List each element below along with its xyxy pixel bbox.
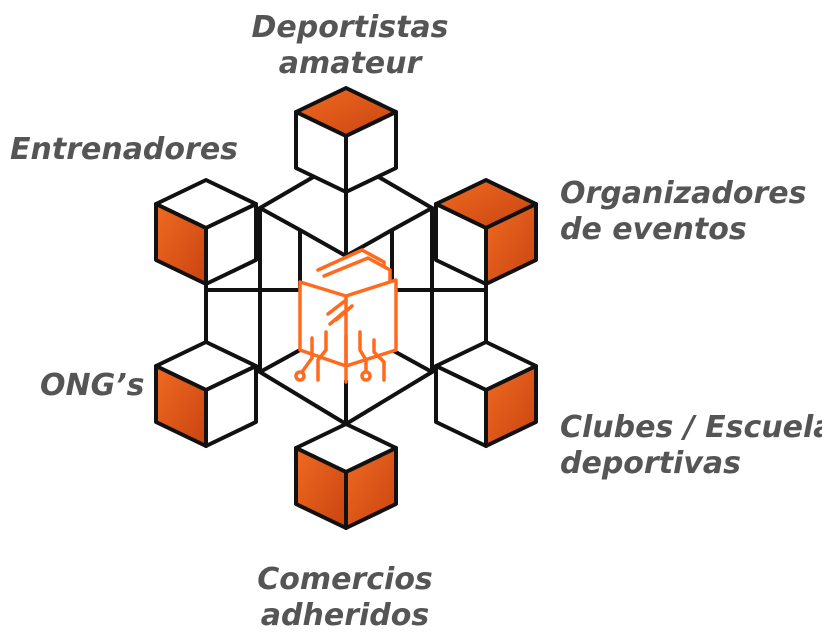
label-deportistas-line2: amateur xyxy=(278,46,422,81)
portfolio-circuit-icon xyxy=(294,248,398,384)
label-ong-line1: ONG’s xyxy=(40,368,145,403)
label-clubes-line2: deportivas xyxy=(560,446,741,481)
label-clubes-line1: Clubes / Escuelas xyxy=(560,410,822,445)
cube-ong xyxy=(154,340,258,448)
label-organizadores: Organizadores de eventos xyxy=(560,176,806,248)
label-comercios-line2: adheridos xyxy=(260,598,430,633)
cube-organizadores xyxy=(434,178,538,286)
cube-clubes xyxy=(434,340,538,448)
cube-deportistas xyxy=(294,86,398,194)
label-ong: ONG’s xyxy=(40,368,145,404)
cube-entrenadores xyxy=(154,178,258,286)
label-deportistas: Deportistas amateur xyxy=(250,10,450,82)
label-organizadores-line2: de eventos xyxy=(560,212,747,247)
label-clubes: Clubes / Escuelas deportivas xyxy=(560,410,822,482)
label-entrenadores: Entrenadores xyxy=(10,132,238,168)
label-deportistas-line1: Deportistas xyxy=(251,10,449,45)
label-entrenadores-line1: Entrenadores xyxy=(10,132,239,167)
label-comercios: Comercios adheridos xyxy=(240,562,450,634)
cube-comercios xyxy=(294,422,398,530)
label-comercios-line1: Comercios xyxy=(257,562,433,597)
label-organizadores-line1: Organizadores xyxy=(560,176,807,211)
